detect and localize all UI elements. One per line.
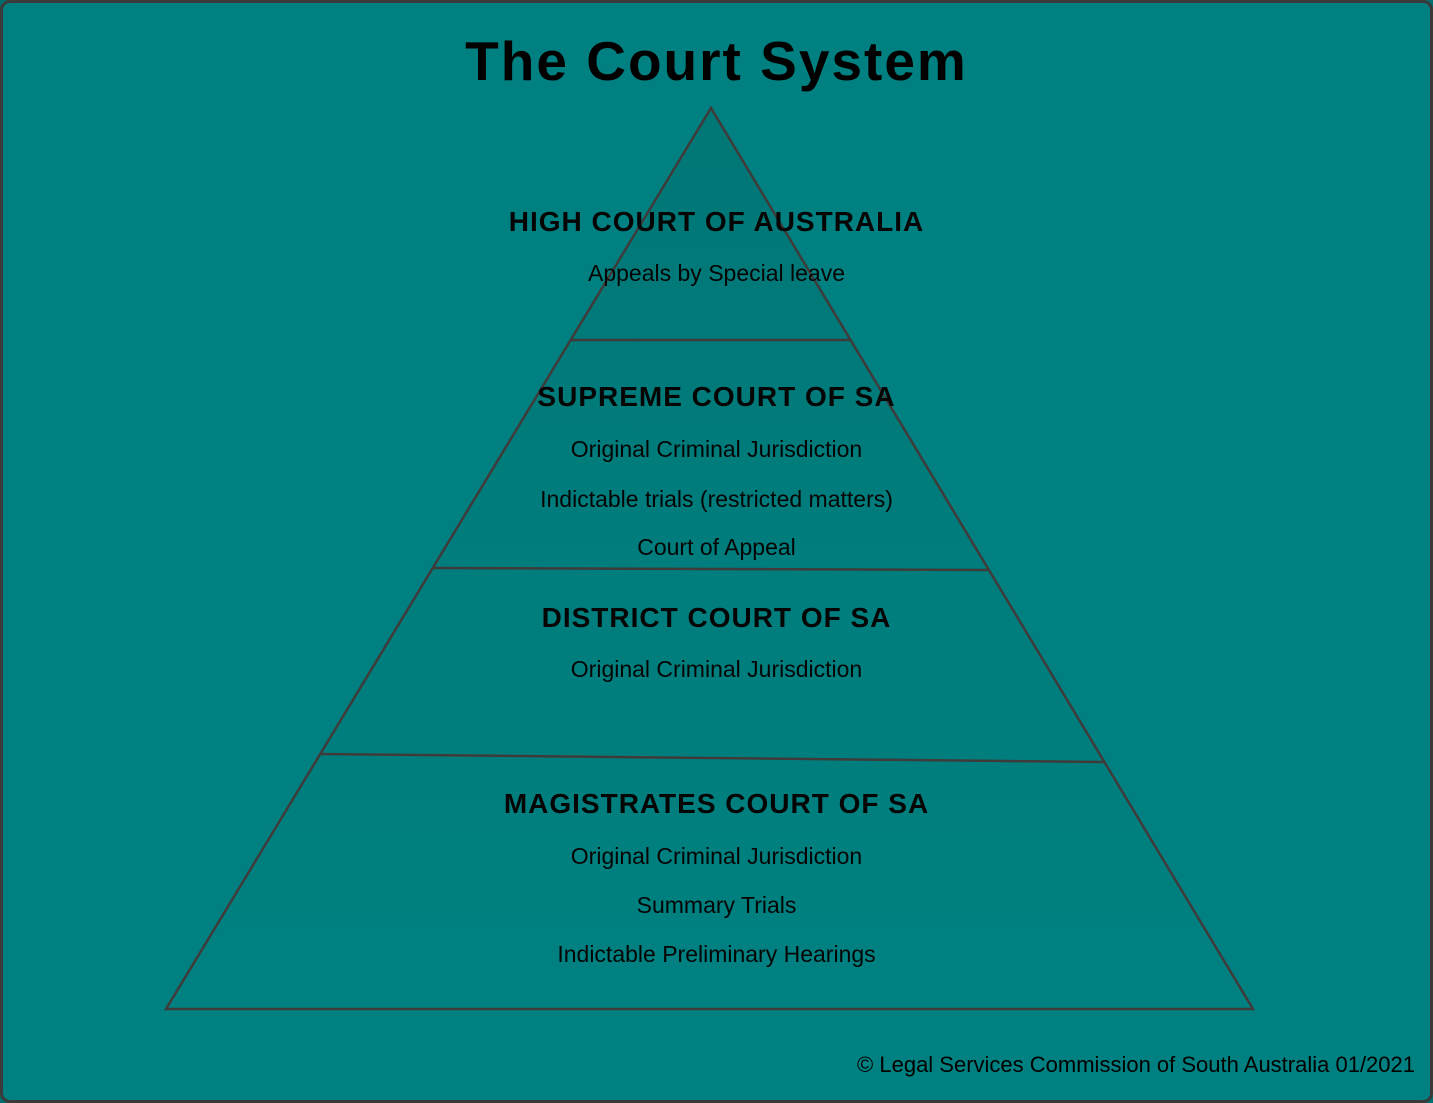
tier-magistrates-court-line: Summary Trials (636, 892, 797, 918)
tier-divider-3 (320, 752, 1105, 764)
tier-divider-2 (432, 566, 990, 572)
court-hierarchy-pyramid (163, 105, 1256, 1011)
tier-supreme-court-line: Court of Appeal (637, 534, 796, 560)
tier-high-court-line: Appeals by Special leave (588, 260, 845, 286)
tier-supreme-court-heading: SUPREME COURT OF SA (537, 381, 896, 412)
tier-district-court-heading: DISTRICT COURT OF SA (541, 602, 892, 633)
tier-district-court-line: Original Criminal Jurisdiction (570, 656, 863, 682)
tier-magistrates-court-line: Indictable Preliminary Hearings (557, 941, 876, 967)
page-title: The Court System (465, 30, 968, 92)
pyramid-outline (163, 105, 1256, 1011)
tier-magistrates-court-heading: MAGISTRATES COURT OF SA (503, 788, 930, 819)
copyright-notice: © Legal Services Commission of South Aus… (857, 1052, 1415, 1077)
tier-supreme-court-line: Indictable trials (restricted matters) (540, 486, 893, 512)
tier-magistrates-court-line: Original Criminal Jurisdiction (570, 843, 863, 869)
tier-supreme-court-line: Original Criminal Jurisdiction (570, 436, 863, 462)
tier-high-court-heading: HIGH COURT OF AUSTRALIA (508, 206, 925, 237)
